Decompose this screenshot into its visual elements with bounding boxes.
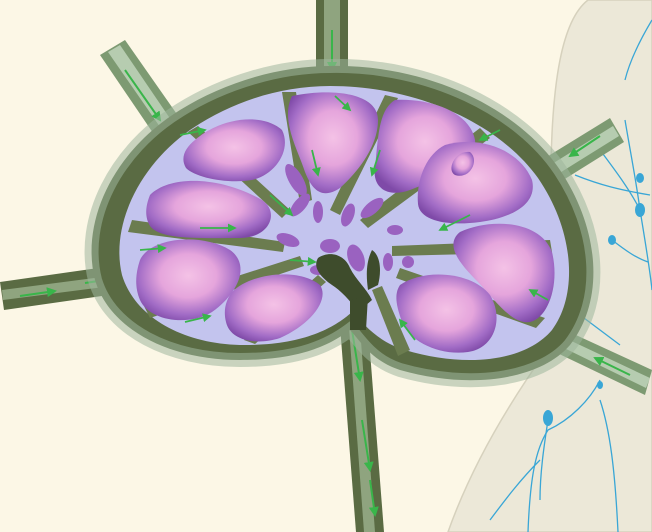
lymph-node-icon [92, 66, 594, 380]
